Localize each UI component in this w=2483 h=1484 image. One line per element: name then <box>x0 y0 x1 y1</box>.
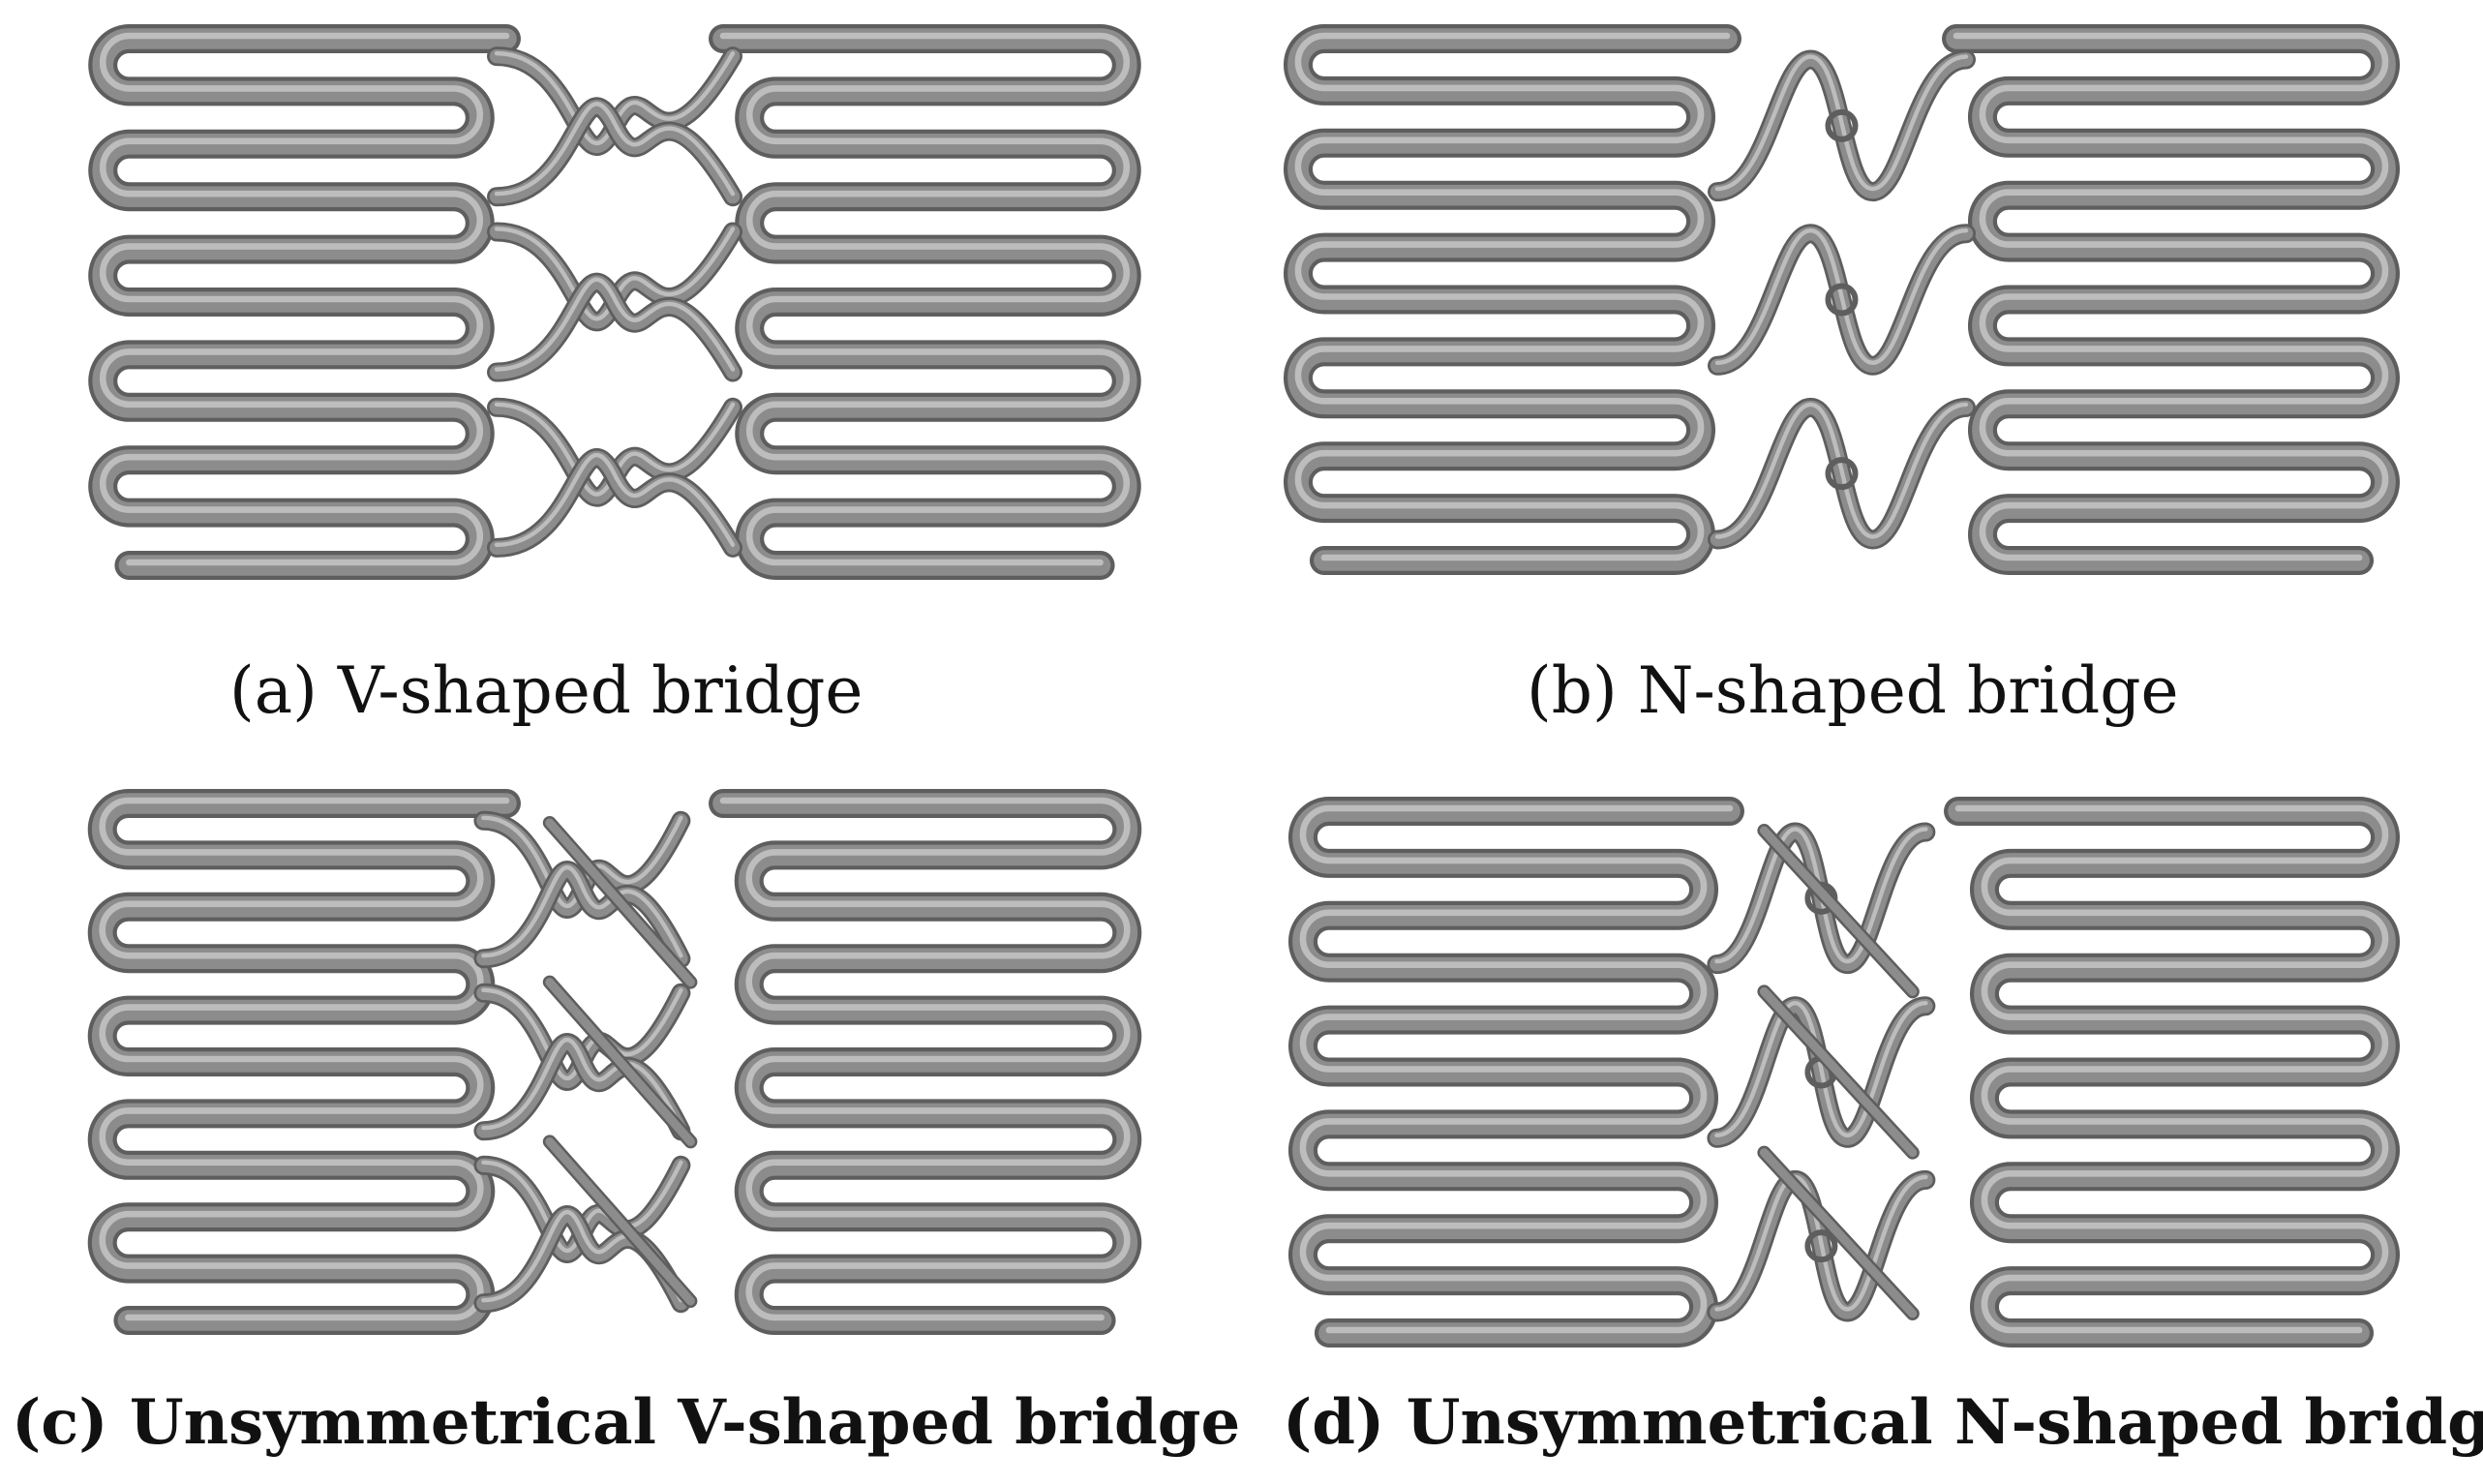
panel-a-v-shaped-bridge <box>73 21 1157 583</box>
svg-b-bridges-n-0-highlight <box>1714 54 1969 192</box>
svg-c-ring-right-strut-highlight <box>719 797 1131 1321</box>
svg-d-ring-right <box>1944 797 2401 1348</box>
panel-d-unsymmetrical-n-shaped-bridge <box>1273 794 2415 1350</box>
svg-c-links-diag-body-2 <box>545 1136 695 1306</box>
caption-a: (a) V-shaped bridge <box>229 653 863 728</box>
svg-a-ring-left <box>88 24 521 580</box>
panel-c-unsymmetrical-v-shaped-bridge <box>73 786 1157 1338</box>
stent-model-c <box>87 789 1142 1335</box>
svg-b-bridges-n-node-2 <box>1825 457 1859 491</box>
svg-a-ring-left-strut-highlight <box>99 32 510 566</box>
caption-d: (d) Unsymmetrical N-shaped bridge <box>1283 1386 2483 1459</box>
svg-d-links <box>1757 824 1920 1320</box>
stent-model-d <box>1287 797 2401 1348</box>
svg-a-bridges-v-lower-2-highlight <box>494 453 736 548</box>
svg-b-bridges-n-node-1 <box>1825 283 1859 317</box>
svg-c-ring-left-strut-highlight <box>99 797 510 1321</box>
svg-c-bridges-v-lower-1-highlight <box>481 1038 683 1131</box>
svg-b-bridges-n-1-highlight <box>1714 228 1969 365</box>
svg-b-bridges-n-2-highlight <box>1714 402 1969 539</box>
svg-c-bridges <box>473 810 691 1314</box>
svg-a-bridges-v-lower-1-highlight <box>494 277 736 372</box>
svg-a-ring-right <box>709 24 1141 580</box>
svg-b-bridges-n-node-0 <box>1825 108 1859 142</box>
panel-b-n-shaped-bridge <box>1268 21 2415 578</box>
caption-b: (b) N-shaped bridge <box>1527 653 2179 728</box>
svg-d-bridges-n-1-highlight <box>1714 1001 1928 1137</box>
svg-b-ring-right <box>1942 24 2401 575</box>
svg-b-bridges <box>1708 49 1976 550</box>
svg-c-links-diag-body-0 <box>545 818 695 987</box>
caption-c: (c) Unsymmetrical V-shaped bridge <box>12 1386 1241 1459</box>
stent-model-a <box>88 24 1141 580</box>
svg-c-links-diag-body-1 <box>545 978 695 1146</box>
svg-c-bridges-v-lower-0-highlight <box>481 865 683 958</box>
svg-b-ring-left-strut-highlight <box>1294 32 1731 561</box>
svg-c-ring-left <box>87 789 521 1335</box>
svg-a-bridges <box>487 46 742 558</box>
svg-d-ring-left-strut-highlight <box>1299 804 1734 1334</box>
svg-b-ring-right-strut-highlight <box>1953 32 2389 561</box>
svg-a-bridges-v-lower-0-highlight <box>494 102 736 197</box>
svg-d-bridges-n-2-highlight <box>1714 1174 1928 1312</box>
svg-d-links-diag-body-0 <box>1759 826 1918 996</box>
svg-d-links-diag-body-1 <box>1759 986 1918 1158</box>
svg-d-ring-left <box>1287 797 1744 1348</box>
stent-model-b <box>1283 24 2401 575</box>
svg-d-ring-right-strut-highlight <box>1954 804 2389 1334</box>
svg-d-links-diag-body-2 <box>1759 1148 1918 1318</box>
svg-d-bridges-n-node-2 <box>1804 1229 1838 1263</box>
svg-c-ring-right <box>709 789 1142 1335</box>
svg-c-links <box>542 816 698 1308</box>
svg-b-ring-left <box>1283 24 1741 575</box>
svg-a-ring-right-strut-highlight <box>719 32 1131 566</box>
